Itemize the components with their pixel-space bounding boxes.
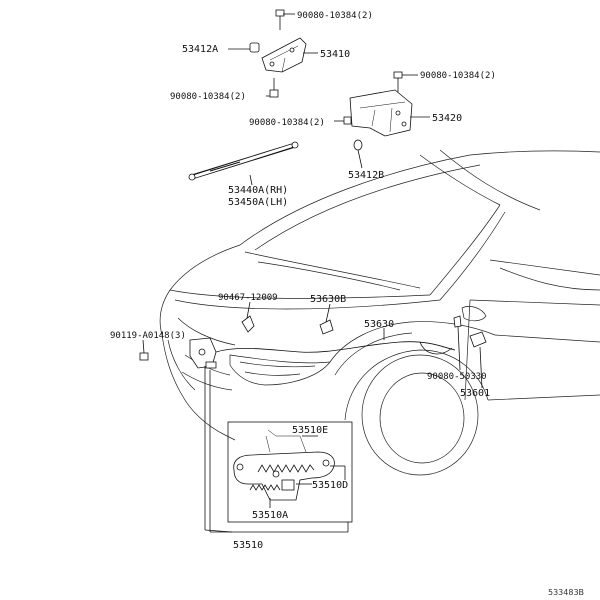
cushion-icon bbox=[249, 42, 260, 53]
bolt-icon bbox=[139, 352, 149, 361]
label-90080-50330: 90080-50330 bbox=[427, 372, 487, 382]
label-53510A: 53510A bbox=[252, 510, 288, 521]
label-53510D: 53510D bbox=[312, 480, 348, 491]
label-53412A: 53412A bbox=[182, 44, 218, 55]
hood-support-strut bbox=[188, 141, 299, 181]
label-53510E: 53510E bbox=[292, 425, 328, 436]
label-53420: 53420 bbox=[432, 113, 462, 124]
cushion-icon bbox=[353, 139, 363, 151]
label-90080-top: 90080-10384(2) bbox=[297, 11, 373, 21]
bolt-icon bbox=[269, 78, 279, 98]
label-53440A: 53440A(RH) bbox=[228, 185, 288, 196]
label-53410: 53410 bbox=[320, 49, 350, 60]
bolt-icon bbox=[275, 9, 285, 30]
clamp-icon bbox=[319, 319, 334, 335]
diagram-id: 533483B bbox=[548, 588, 584, 597]
label-90467: 90467-12009 bbox=[218, 293, 278, 303]
hood-hinge-53420 bbox=[343, 71, 413, 151]
label-53510: 53510 bbox=[233, 540, 263, 551]
label-90080-mid: 90080-10384(2) bbox=[249, 118, 325, 128]
bolt-icon bbox=[343, 116, 352, 125]
car-body-outline bbox=[159, 149, 600, 476]
spring-icon bbox=[249, 484, 281, 491]
label-53450A: 53450A(LH) bbox=[228, 197, 288, 208]
hood-hinge-bracket-53410 bbox=[249, 9, 307, 98]
hood-lock-and-cable bbox=[139, 315, 487, 369]
bolt-icon bbox=[393, 71, 403, 92]
label-90080-left: 90080-10384(2) bbox=[170, 92, 246, 102]
leader-lines bbox=[142, 13, 483, 533]
clip-icon bbox=[241, 315, 255, 333]
label-53412B: 53412B bbox=[348, 170, 384, 181]
release-lever-icon bbox=[469, 331, 487, 348]
spring-icon bbox=[257, 464, 315, 473]
hood-lock-detail-box bbox=[227, 421, 353, 523]
label-53630B: 53630B bbox=[310, 294, 346, 305]
label-90080-right-top: 90080-10384(2) bbox=[420, 71, 496, 81]
label-90119: 90119-A0148(3) bbox=[110, 331, 186, 341]
label-53601: 53601 bbox=[460, 388, 490, 399]
clip-icon bbox=[453, 315, 462, 328]
label-53630: 53630 bbox=[364, 319, 394, 330]
